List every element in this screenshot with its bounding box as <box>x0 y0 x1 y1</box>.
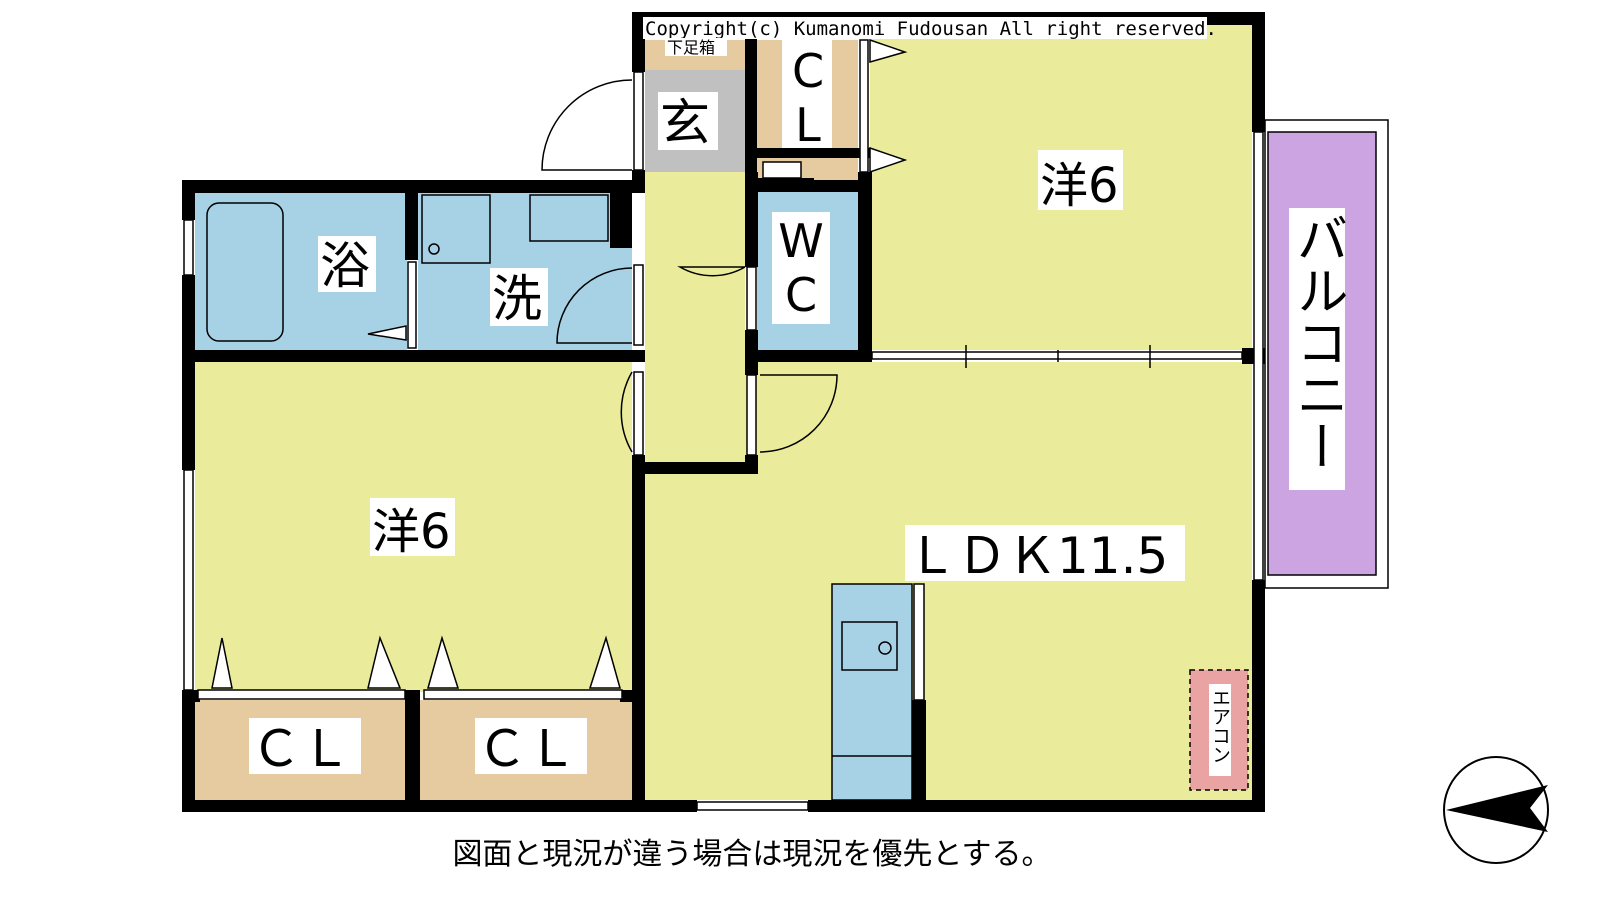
caption: 図面と現況が違う場合は現況を優先とする。 <box>452 837 1051 872</box>
vanity <box>529 194 609 242</box>
bathtub <box>206 202 284 342</box>
shoe-cabinet-label: 下足箱 <box>667 38 715 57</box>
washer-space <box>421 194 491 264</box>
washroom-label: 洗 <box>492 270 542 328</box>
room-fills <box>195 25 1389 801</box>
western-room-top-label: 洋6 <box>1040 158 1119 214</box>
ldk-label: ＬＤＫ11.5 <box>907 527 1168 585</box>
sink <box>841 621 898 671</box>
room-labels: Copyright(c) Kumanomi Fudousan All right… <box>249 17 1347 778</box>
entrance-label: 玄 <box>660 94 710 152</box>
compass-icon <box>1443 756 1549 864</box>
bath-label: 浴 <box>320 237 370 295</box>
balcony-label: バルコニー <box>1287 212 1347 472</box>
closet-left-2-label: ＣＬ <box>477 720 577 778</box>
sink-drain <box>878 641 892 655</box>
closet-left-1-label: ＣＬ <box>251 720 351 778</box>
copyright-text: Copyright(c) Kumanomi Fudousan All right… <box>645 18 1217 40</box>
western-room-left-label: 洋6 <box>372 504 451 560</box>
toilet-label: WC <box>774 214 828 322</box>
openings <box>183 38 1264 811</box>
aircon-label: エアコン <box>1209 688 1231 764</box>
kitchen-counter <box>831 583 913 801</box>
closet-top-label: CL <box>781 44 835 152</box>
